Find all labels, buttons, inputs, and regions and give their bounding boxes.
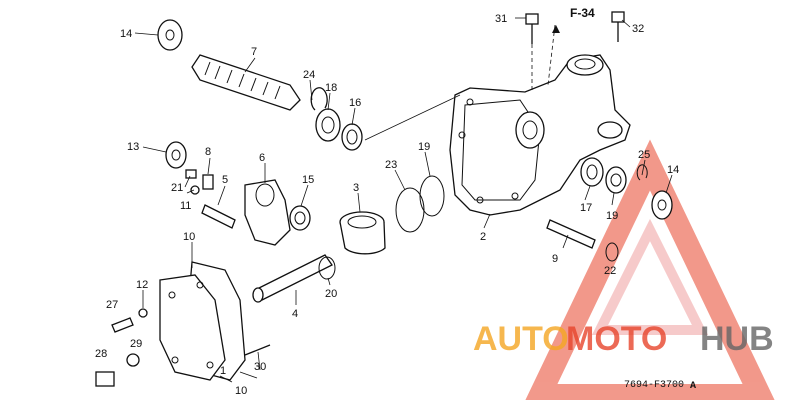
callout-18: 17 (580, 202, 592, 214)
clip-23 (605, 242, 619, 262)
clip-26 (636, 164, 648, 181)
callout-25: 24 (303, 69, 315, 81)
bolt-32 (525, 13, 539, 44)
reference-label: F-34 (570, 6, 595, 20)
callout-1: 1 (220, 365, 226, 377)
callout-19: 18 (325, 82, 337, 94)
seal-18 (580, 157, 604, 187)
callout-28: 27 (106, 299, 118, 311)
callout-labels: 14 7 24 18 16 13 8 6 21 5 15 3 23 19 2 1… (95, 13, 679, 397)
drawing-code: 7694-F3700 A (624, 380, 696, 392)
callout-3: 3 (353, 182, 359, 194)
sleeve-3 (339, 211, 386, 255)
reference-arrow: F-34 (552, 6, 595, 33)
bolt-27 (185, 169, 197, 179)
washer-30 (126, 353, 140, 367)
callout-9: 9 (552, 253, 558, 265)
watermark-text-auto: AUTO (473, 320, 569, 358)
washer-12 (138, 308, 148, 318)
bolt-28 (111, 317, 134, 333)
callout-15: 13 (127, 141, 139, 153)
pin-31 (244, 344, 271, 356)
callout-21: 19 (418, 141, 430, 153)
callout-6: 6 (259, 152, 265, 164)
shaft-4 (252, 254, 333, 303)
ring-21 (419, 175, 445, 217)
watermark-logo (525, 139, 775, 400)
plug-29 (95, 371, 115, 387)
leader-lines (134, 17, 673, 383)
watermark-text-moto: MOTO (566, 320, 667, 358)
housing-part (449, 54, 631, 216)
seal-17 (341, 123, 363, 151)
callout-32: 31 (495, 13, 507, 25)
callout-12: 12 (136, 279, 148, 291)
callout-10: 10 (235, 385, 247, 397)
cover-plate (159, 261, 246, 381)
washer-13 (190, 185, 200, 195)
callout-13: 11 (180, 200, 191, 212)
watermark-brand: AUTO MOTO HUB (473, 320, 774, 358)
seal-16 (289, 205, 311, 231)
callout-4: 4 (292, 308, 298, 320)
callout-8: 8 (205, 146, 211, 158)
callout-11: 10 (183, 231, 195, 243)
callout-20: 19 (606, 210, 618, 222)
callout-30: 29 (130, 338, 142, 350)
callout-14-right: 14 (667, 164, 679, 176)
shaft-part (191, 54, 301, 111)
callout-29: 28 (95, 348, 107, 360)
callout-7: 7 (251, 46, 257, 58)
pin-5 (201, 204, 236, 229)
callout-5: 5 (222, 174, 228, 186)
drawing-code-text: 7694-F3700 (624, 380, 684, 391)
drawing-code-suffix: A (690, 381, 696, 392)
pin-9 (546, 219, 596, 249)
washer-14-right (651, 190, 673, 220)
bearing-20 (605, 166, 627, 194)
callout-27: 21 (171, 182, 183, 194)
clip-8 (202, 174, 214, 190)
callout-14: 14 (120, 28, 132, 40)
circlip-22 (318, 256, 336, 280)
callout-24: 23 (385, 159, 397, 171)
washer-14-top (157, 19, 183, 51)
callout-23: 22 (604, 265, 616, 277)
bearing-19 (315, 108, 341, 142)
washer-15 (165, 141, 187, 169)
callout-16: 15 (302, 174, 314, 186)
callout-26: 25 (638, 149, 650, 161)
callout-17: 16 (349, 97, 361, 109)
bolt-33 (611, 11, 625, 42)
fork-6 (244, 179, 291, 246)
circlip-25 (310, 87, 328, 111)
watermark-text-hub: HUB (700, 320, 774, 358)
callout-33: 32 (632, 23, 644, 35)
callout-2: 2 (480, 231, 486, 243)
callout-31: 30 (254, 361, 266, 373)
callout-22: 20 (325, 288, 337, 300)
